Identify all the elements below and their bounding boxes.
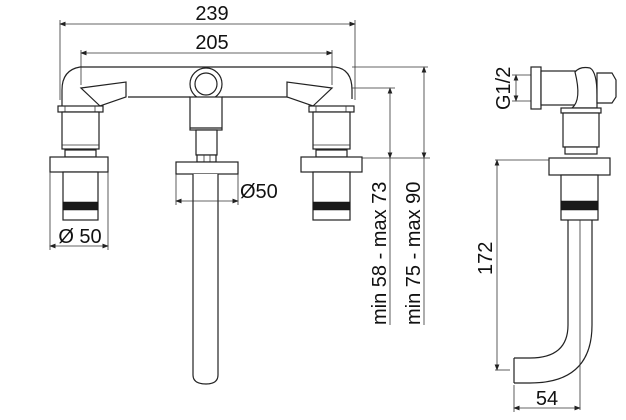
dim-spout-projection-label: 54 <box>536 388 558 410</box>
dim-height-1-label: min 58 - max 73 <box>369 182 391 325</box>
dim-thread-label: G1/2 <box>493 67 515 110</box>
dimension-overall-width: 239 <box>59 3 356 100</box>
side-connector <box>530 66 617 221</box>
dimension-spout-projection: 54 <box>513 385 581 412</box>
dimension-height-2: min 75 - max 90 <box>352 66 428 325</box>
front-view: 239 205 <box>49 3 430 385</box>
dim-spout-height-label: 172 <box>475 242 497 275</box>
dimension-height-1: min 58 - max 73 <box>352 87 430 325</box>
side-spout <box>513 220 593 410</box>
faucet-body <box>61 66 353 106</box>
dimension-spout-rosette: Ø50 <box>175 174 278 205</box>
dim-205-label: 205 <box>195 32 228 54</box>
side-view: G1/2 172 <box>475 66 617 412</box>
right-handle <box>286 81 363 221</box>
dim-height-2-label: min 75 - max 90 <box>403 182 425 325</box>
dimension-thread: G1/2 <box>493 67 534 110</box>
center-spout <box>175 67 239 385</box>
dim-spout-diameter-label: Ø50 <box>240 181 278 203</box>
dimension-handle-rosette: Ø 50 <box>49 172 109 250</box>
dim-239-label: 239 <box>195 3 228 25</box>
left-handle <box>49 81 127 221</box>
dim-handle-diameter-label: Ø 50 <box>58 226 101 248</box>
dimension-spout-height: 172 <box>475 159 549 371</box>
